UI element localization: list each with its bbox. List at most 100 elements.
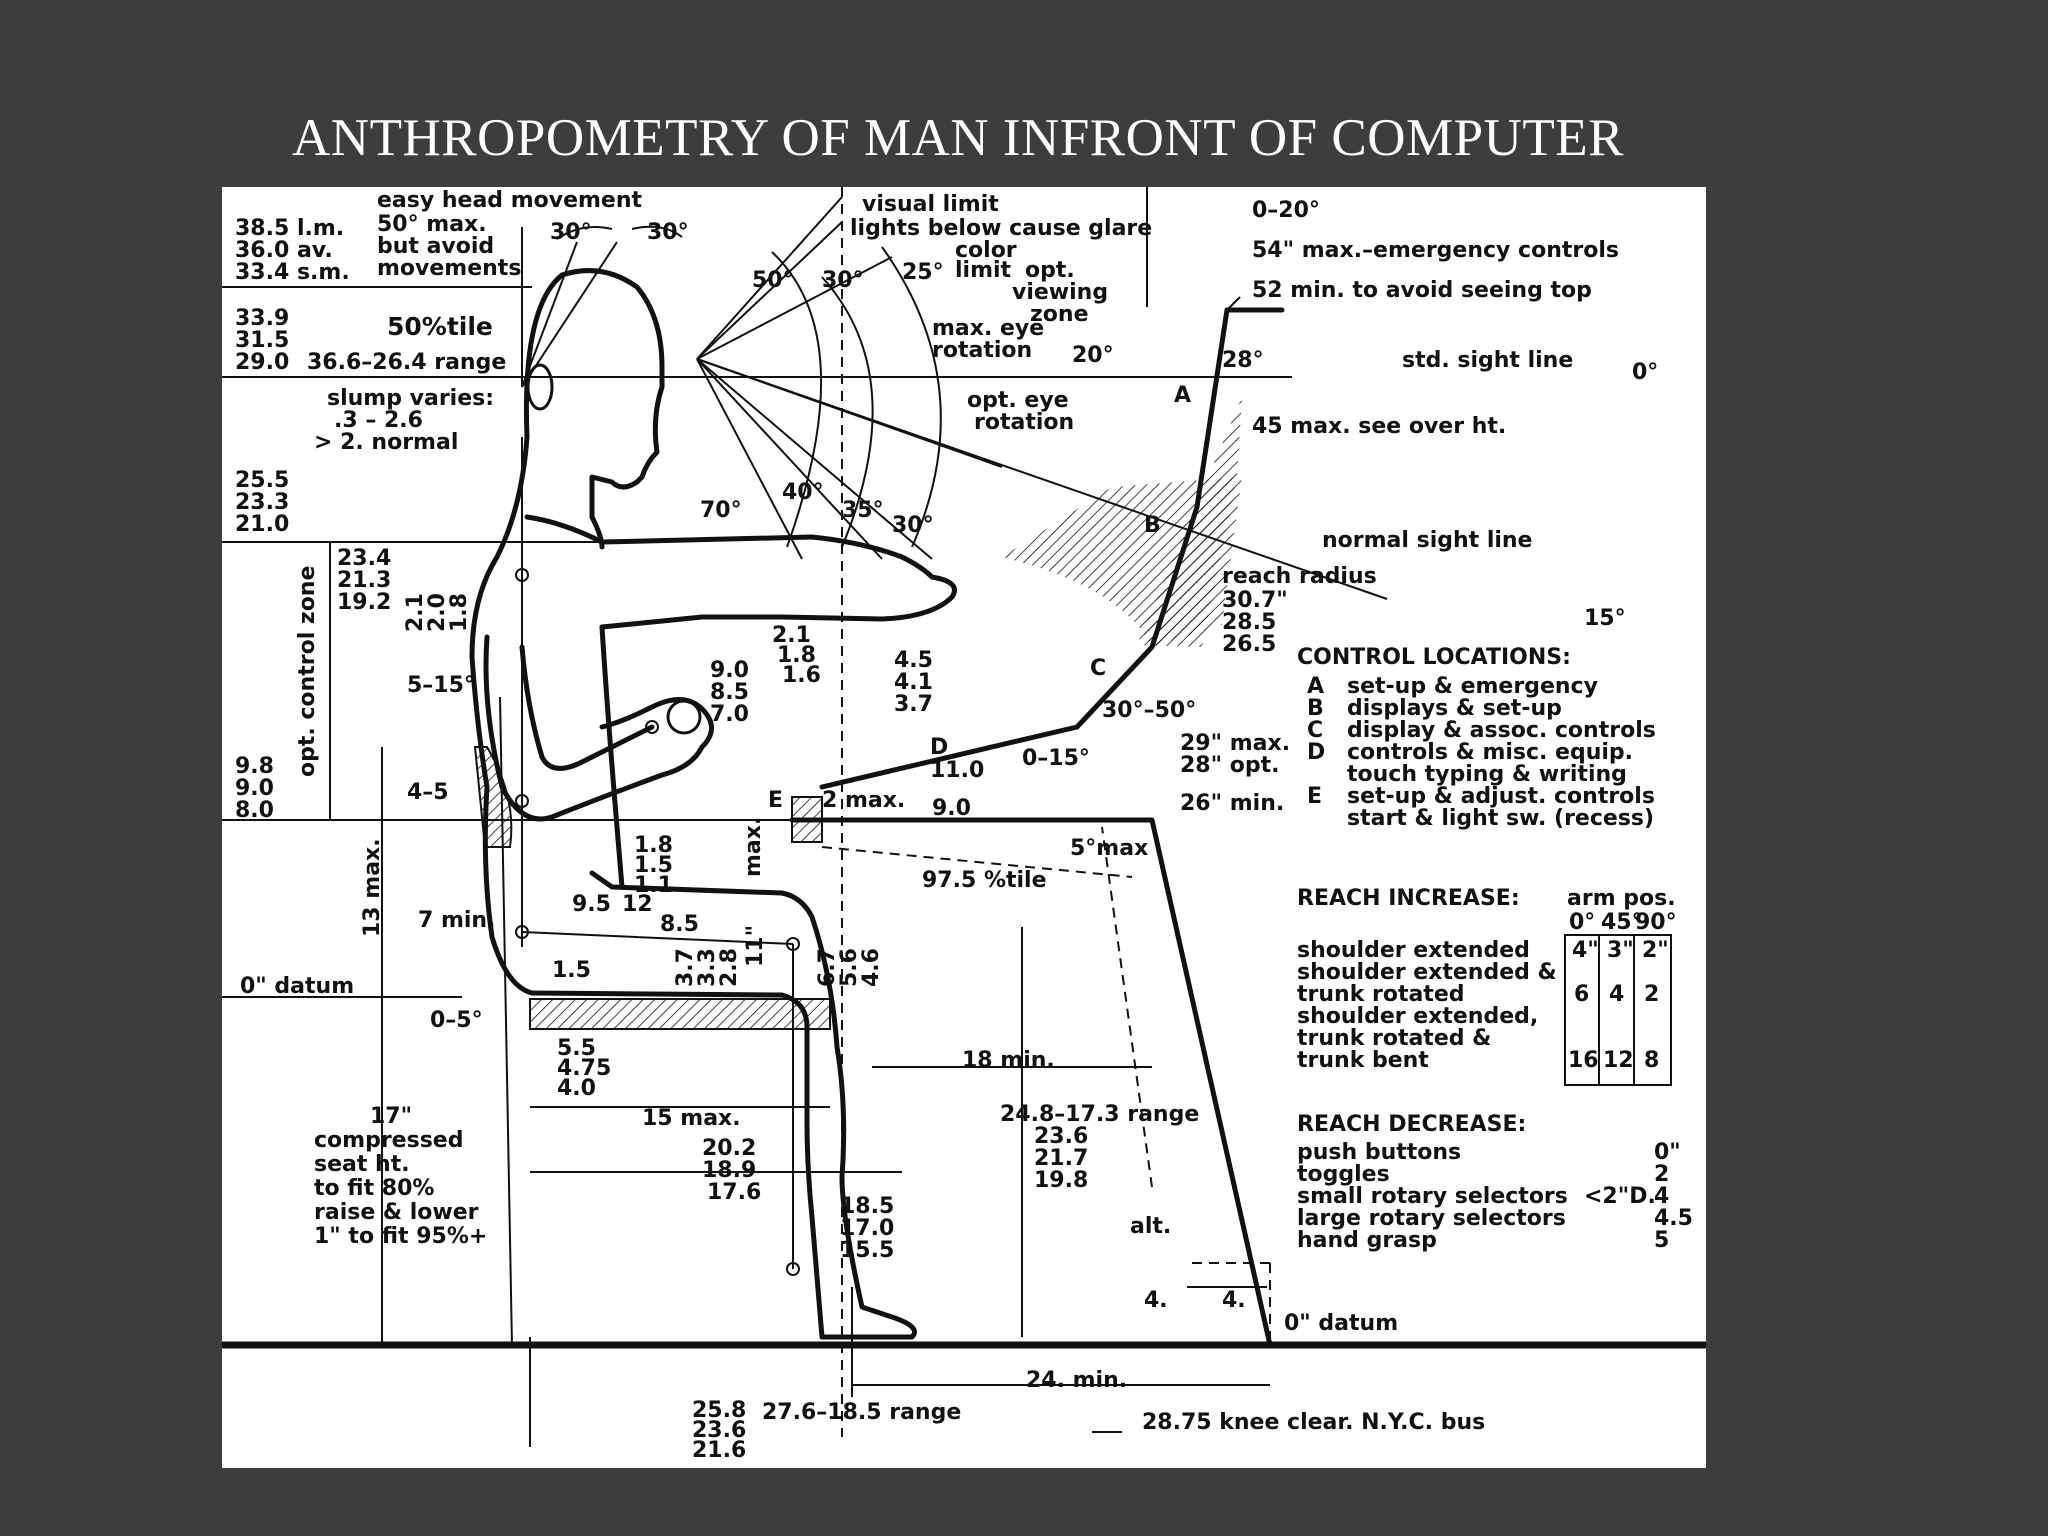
mini-2: 2.0 (425, 593, 450, 632)
reach-inc-r0c1: 3" (1607, 938, 1634, 963)
label-a: A (1174, 383, 1191, 408)
label-max-v: max. (741, 817, 766, 877)
reach-dec-label1: push buttons (1297, 1140, 1461, 1165)
label-max29: 29" max. (1180, 731, 1290, 756)
reach-decrease: REACH DECREASE: push buttons 0" toggles … (1297, 1112, 1693, 1253)
label-opt28: 28" opt. (1180, 753, 1279, 778)
label-std-sight: std. sight line (1402, 348, 1573, 373)
thigh-2: 1.5 (634, 853, 673, 878)
seat-note-4: to fit 80% (314, 1176, 434, 1201)
label-opt-eye1: opt. eye (967, 388, 1069, 413)
reach-inc-label2: shoulder extended & (1297, 960, 1557, 985)
reach-inc-r1c0: 6 (1574, 982, 1589, 1007)
reach-dec-val3: 4 (1654, 1184, 1669, 1209)
knee-2: 5.6 (837, 948, 862, 987)
shoulder2-1: 23.4 (337, 546, 391, 571)
control-e-text1: set-up & adjust. controls (1347, 784, 1655, 809)
reference-lines (222, 187, 1706, 1437)
label-angle-right: 30° (647, 220, 689, 245)
label-zero: 0° (1632, 360, 1658, 385)
head-height-av: 36.0 av. (235, 238, 333, 263)
label-opt-eye2: rotation (974, 410, 1074, 435)
reach-dec-val5: 5 (1654, 1228, 1669, 1253)
reach-inc-label4: shoulder extended, (1297, 1004, 1538, 1029)
label-opt-view1: opt. (1025, 258, 1075, 283)
label-datum: 0" datum (240, 974, 354, 999)
reach-dec-label3: small rotary selectors (1297, 1184, 1568, 1209)
seat-note-2: compressed (314, 1128, 463, 1153)
label-c: C (1090, 656, 1106, 681)
reach-val-1: 30.7" (1222, 588, 1288, 613)
leg-2: 17.0 (840, 1216, 894, 1241)
reach-inc-r0c2: 2" (1642, 938, 1669, 963)
reach-inc-col2: 90° (1635, 910, 1677, 935)
arm-len-3: 7.0 (710, 702, 749, 727)
buttock-1: 20.2 (702, 1136, 756, 1161)
label-opt-view3: zone (1030, 302, 1089, 327)
body-labels: 25.5 23.3 21.0 opt. control zone 23.4 21… (235, 468, 1485, 1463)
label-movements: movements (377, 256, 521, 281)
range-val-3: 19.8 (1034, 1168, 1088, 1193)
reach-inc-r2c2: 8 (1644, 1048, 1659, 1073)
control-d-key: D (1307, 740, 1325, 765)
shoulder-2: 23.3 (235, 490, 289, 515)
label-a30: 30° (822, 268, 864, 293)
reach-inc-r2c1: 12 (1603, 1048, 1634, 1073)
reach-inc-armpos: arm pos. (1567, 886, 1676, 911)
reach-dec-note: <2"D. (1584, 1184, 1656, 1209)
reach-inc-r1c2: 2 (1644, 982, 1659, 1007)
dimension-lines (329, 542, 1270, 1447)
control-c-key: C (1307, 718, 1323, 743)
arm-len-1: 9.0 (710, 658, 749, 683)
label-color1: color (955, 238, 1017, 263)
label-a25: 25° (902, 260, 944, 285)
console-labels: 0–20° 54" max.–emergency controls 52 min… (768, 198, 1658, 816)
label-2max: 2 max. (822, 788, 905, 813)
eye-height-2: 31.5 (235, 328, 289, 353)
label-12: 12 (622, 892, 653, 917)
reach-dec-label2: toggles (1297, 1162, 1390, 1187)
label-24min: 24. min. (1026, 1368, 1127, 1393)
label-85: 8.5 (660, 912, 699, 937)
label-975: 97.5 %tile (922, 868, 1047, 893)
bottom-2: 23.6 (692, 1418, 746, 1443)
label-7min: 7 min. (418, 908, 495, 933)
elbow-1: 9.8 (235, 754, 274, 779)
reach-inc-label5: trunk rotated & (1297, 1026, 1491, 1051)
reach-val-3: 26.5 (1222, 632, 1276, 657)
thigh-3: 1.1 (634, 873, 673, 898)
thick-2: 1.8 (777, 643, 816, 668)
reach-dec-val1: 0" (1654, 1140, 1681, 1165)
label-05: 0–5° (430, 1008, 483, 1033)
reach-inc-label6: trunk bent (1297, 1048, 1429, 1073)
label-11: 11.0 (930, 758, 984, 783)
control-a-text: set-up & emergency (1347, 674, 1598, 699)
reach-inc-col1: 45° (1601, 910, 1643, 935)
sight-lines (521, 196, 1388, 600)
label-backrest: 4–5 (407, 780, 449, 805)
reach-inc-r1c1: 4 (1609, 982, 1624, 1007)
label-v28: 28° (1222, 348, 1264, 373)
anthropometry-diagram: easy head movement 50° max. but avoid mo… (222, 187, 1706, 1463)
label-9: 9.0 (932, 796, 971, 821)
reach-inc-label1: shoulder extended (1297, 938, 1530, 963)
mini-1: 2.1 (403, 593, 428, 632)
reach-inc-heading: REACH INCREASE: (1297, 886, 1520, 911)
shoulder2-2: 21.3 (337, 568, 391, 593)
label-see-over: 45 max. see over ht. (1252, 414, 1506, 439)
label-but-avoid: but avoid (377, 234, 494, 259)
control-b-key: B (1307, 696, 1324, 721)
thick-3: 1.6 (782, 663, 821, 688)
head-labels: easy head movement 50° max. but avoid mo… (235, 188, 1264, 538)
leg-3: 15.5 (840, 1238, 894, 1263)
seat-t-2: 3.3 (695, 948, 720, 987)
label-b: B (1144, 513, 1161, 538)
label-18min: 18 min. (962, 1048, 1055, 1073)
label-95: 9.5 (572, 892, 611, 917)
elbow-3: 8.0 (235, 798, 274, 823)
control-a-key: A (1307, 674, 1324, 699)
control-e-text2: start & light sw. (recess) (1347, 806, 1654, 831)
seat-t-3: 2.8 (717, 948, 742, 987)
label-four1: 4. (1144, 1288, 1168, 1313)
reach-inc-r0c0: 4" (1572, 938, 1599, 963)
